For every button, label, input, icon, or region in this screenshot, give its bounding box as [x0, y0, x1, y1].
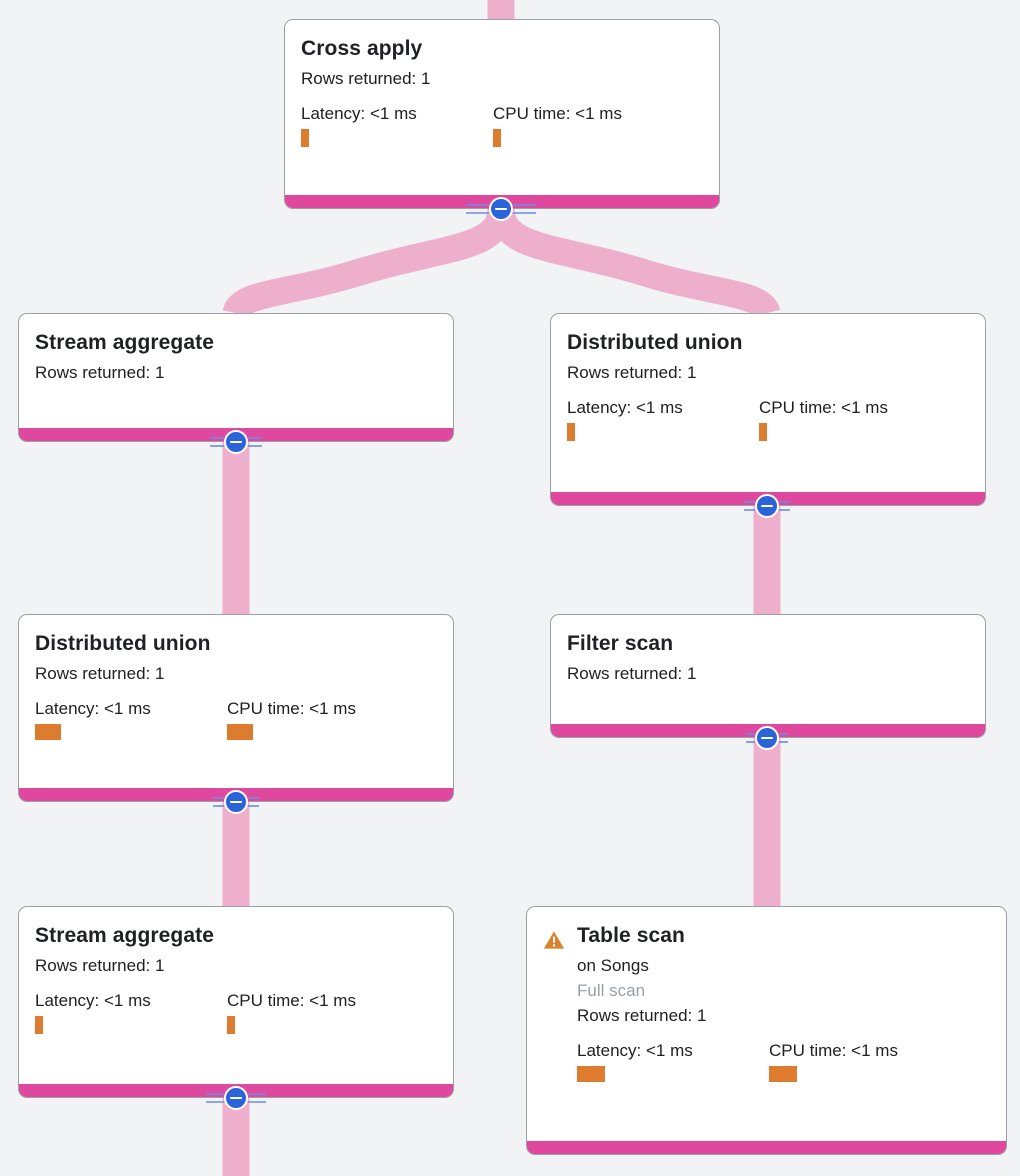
metric-latency: Latency: <1 ms [35, 990, 227, 1034]
metric-cpu-bar [493, 129, 501, 147]
node-body: Table scan on Songs Full scan Rows retur… [527, 907, 1006, 1092]
node-title: Distributed union [567, 331, 743, 354]
collapse-toggle-distributed-union-right-1[interactable] [732, 493, 802, 519]
metric-latency-label: Latency: <1 ms [567, 398, 683, 417]
node-metrics: Latency: <1 ms CPU time: <1 ms [35, 698, 437, 740]
collapse-toggle-stream-aggregate-left-1[interactable] [201, 429, 271, 455]
metric-cpu-bar [759, 423, 767, 441]
minus-circle-icon[interactable] [224, 790, 248, 814]
metric-latency-bar [35, 1016, 43, 1034]
node-body: Stream aggregate Rows returned: 1 Latenc… [19, 907, 453, 1044]
node-title: Stream aggregate [35, 331, 215, 354]
node-title: Cross apply [301, 37, 423, 60]
node-rows-returned: Rows returned: 1 [301, 69, 431, 88]
metric-latency: Latency: <1 ms [301, 103, 493, 147]
metric-cpu: CPU time: <1 ms [227, 990, 356, 1034]
metric-cpu-bar [227, 724, 253, 740]
minus-glyph [761, 504, 773, 508]
node-content: Stream aggregate Rows returned: 1 Latenc… [35, 923, 437, 1034]
warning-triangle-icon [543, 931, 565, 949]
node-rows-returned: Rows returned: 1 [35, 363, 165, 382]
node-content: Stream aggregate Rows returned: 1 [35, 330, 437, 385]
node-title: Distributed union [35, 632, 211, 655]
toggle-rails [206, 1093, 266, 1103]
metric-cpu-label: CPU time: <1 ms [769, 1041, 898, 1060]
metric-latency-bar [301, 129, 309, 147]
metric-latency-label: Latency: <1 ms [577, 1041, 693, 1060]
edge-root-to-stream-aggregate-left [222, 207, 515, 318]
metric-cpu-label: CPU time: <1 ms [759, 398, 888, 417]
metric-cpu-label: CPU time: <1 ms [493, 104, 622, 123]
plan-node-distributed-union-right-1[interactable]: Distributed union Rows returned: 1 Laten… [550, 313, 986, 506]
metric-latency-label: Latency: <1 ms [35, 991, 151, 1010]
node-content: Distributed union Rows returned: 1 Laten… [35, 631, 437, 740]
node-body: Cross apply Rows returned: 1 Latency: <1… [285, 20, 719, 157]
toggle-rails [744, 501, 790, 511]
warning-slot [543, 923, 577, 951]
node-body: Stream aggregate Rows returned: 1 [19, 314, 453, 395]
metric-latency-bar [567, 423, 575, 441]
minus-glyph [495, 207, 507, 211]
node-content: Table scan on Songs Full scan Rows retur… [577, 923, 990, 1082]
metric-cpu-bar [769, 1066, 797, 1082]
minus-circle-icon[interactable] [755, 726, 779, 750]
toggle-rails [210, 437, 262, 447]
node-content: Cross apply Rows returned: 1 Latency: <1… [301, 36, 703, 147]
plan-node-distributed-union-left-2[interactable]: Distributed union Rows returned: 1 Laten… [18, 614, 454, 802]
metric-cpu: CPU time: <1 ms [759, 397, 888, 441]
minus-glyph [230, 1096, 242, 1100]
minus-circle-icon[interactable] [489, 197, 513, 221]
node-metrics: Latency: <1 ms CPU time: <1 ms [301, 103, 703, 147]
node-body: Distributed union Rows returned: 1 Laten… [551, 314, 985, 451]
collapse-toggle-stream-aggregate-left-3[interactable] [201, 1085, 271, 1111]
metric-latency-label: Latency: <1 ms [301, 104, 417, 123]
node-title: Filter scan [567, 632, 674, 655]
node-metrics: Latency: <1 ms CPU time: <1 ms [35, 990, 437, 1034]
plan-node-stream-aggregate-left-1[interactable]: Stream aggregate Rows returned: 1 [18, 313, 454, 442]
metric-latency-bar [35, 724, 61, 740]
plan-node-cross-apply[interactable]: Cross apply Rows returned: 1 Latency: <1… [284, 19, 720, 209]
metric-cpu: CPU time: <1 ms [227, 698, 356, 740]
node-scan-note: Full scan [577, 981, 646, 1000]
metric-cpu-label: CPU time: <1 ms [227, 699, 356, 718]
node-rows-returned: Rows returned: 1 [567, 664, 697, 683]
plan-node-filter-scan-right-2[interactable]: Filter scan Rows returned: 1 [550, 614, 986, 738]
metric-cpu: CPU time: <1 ms [493, 103, 622, 147]
plan-node-table-scan-right-3[interactable]: Table scan on Songs Full scan Rows retur… [526, 906, 1007, 1155]
node-metrics: Latency: <1 ms CPU time: <1 ms [577, 1040, 990, 1082]
node-content: Filter scan Rows returned: 1 [567, 631, 969, 686]
collapse-toggle-cross-apply[interactable] [466, 196, 536, 222]
node-metrics: Latency: <1 ms CPU time: <1 ms [567, 397, 969, 441]
metric-cpu: CPU time: <1 ms [769, 1040, 898, 1082]
minus-circle-icon[interactable] [755, 494, 779, 518]
minus-circle-icon[interactable] [224, 430, 248, 454]
minus-glyph [761, 736, 773, 740]
minus-circle-icon[interactable] [224, 1086, 248, 1110]
plan-node-stream-aggregate-left-3[interactable]: Stream aggregate Rows returned: 1 Latenc… [18, 906, 454, 1098]
metric-latency-label: Latency: <1 ms [35, 699, 151, 718]
minus-glyph [230, 800, 242, 804]
node-accent-footer [527, 1141, 1006, 1154]
collapse-toggle-filter-scan-right-2[interactable] [732, 725, 802, 751]
node-content: Distributed union Rows returned: 1 Laten… [567, 330, 969, 441]
node-title: Stream aggregate [35, 924, 215, 947]
minus-glyph [230, 440, 242, 444]
node-title: Table scan [577, 924, 685, 947]
metric-latency: Latency: <1 ms [567, 397, 759, 441]
metric-cpu-bar [227, 1016, 235, 1034]
node-rows-returned: Rows returned: 1 [35, 956, 165, 975]
node-body: Distributed union Rows returned: 1 Laten… [19, 615, 453, 750]
node-rows-returned: Rows returned: 1 [567, 363, 697, 382]
metric-latency: Latency: <1 ms [35, 698, 227, 740]
node-rows-returned: Rows returned: 1 [577, 1006, 707, 1025]
metric-cpu-label: CPU time: <1 ms [227, 991, 356, 1010]
toggle-rails [213, 797, 259, 807]
node-body: Filter scan Rows returned: 1 [551, 615, 985, 696]
node-subtitle-target: on Songs [577, 956, 649, 975]
metric-latency: Latency: <1 ms [577, 1040, 769, 1082]
edge-root-to-distributed-union-right [487, 207, 781, 319]
metric-latency-bar [577, 1066, 605, 1082]
node-rows-returned: Rows returned: 1 [35, 664, 165, 683]
collapse-toggle-distributed-union-left-2[interactable] [201, 789, 271, 815]
